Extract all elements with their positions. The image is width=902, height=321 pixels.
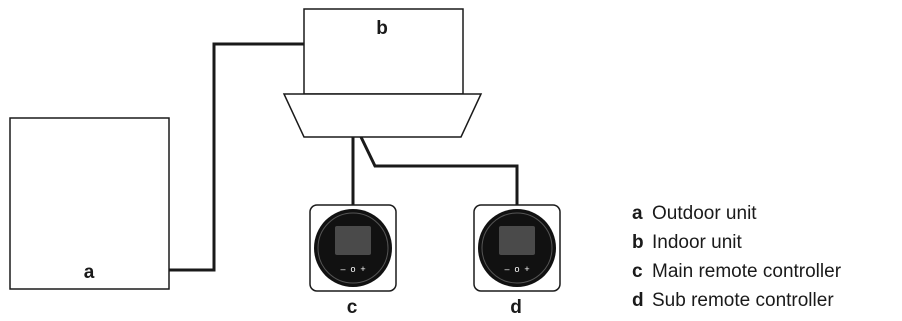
main-controller-circle: o [350, 264, 355, 274]
main-remote-controller: – o + [309, 204, 397, 292]
legend-key: a [632, 203, 643, 224]
main-controller-label: c [347, 297, 358, 318]
indoor-unit-label: b [376, 18, 388, 39]
sub-controller-screen [499, 226, 535, 255]
legend-item-main-remote-controller: c Main remote controller [632, 257, 841, 286]
sub-controller-ring [481, 212, 553, 284]
indoor-unit-box [303, 8, 464, 95]
legend-item-outdoor-unit: a Outdoor unit [632, 199, 841, 228]
indoor-unit-panel [282, 93, 483, 138]
main-controller-ring [317, 212, 389, 284]
legend-item-sub-remote-controller: d Sub remote controller [632, 286, 841, 315]
legend-key: b [632, 232, 644, 253]
legend-text: Outdoor unit [652, 203, 757, 224]
legend-item-indoor-unit: b Indoor unit [632, 228, 841, 257]
main-controller-plus: + [360, 264, 365, 274]
outdoor-unit-label: a [84, 262, 95, 283]
legend-key: d [632, 290, 644, 311]
outdoor-unit-box [9, 117, 170, 290]
legend-key: c [632, 261, 643, 282]
sub-controller-circle: o [514, 264, 519, 274]
legend-text: Sub remote controller [652, 290, 834, 311]
sub-controller-minus: – [504, 264, 509, 274]
wire-indoor-to-sub-controller [359, 136, 519, 205]
main-controller-screen [335, 226, 371, 255]
wire-outdoor-to-indoor [169, 42, 304, 272]
sub-controller-label: d [510, 297, 522, 318]
main-controller-minus: – [340, 264, 345, 274]
legend-text: Main remote controller [652, 261, 842, 282]
legend-text: Indoor unit [652, 232, 742, 253]
legend: a Outdoor unit b Indoor unit c Main remote … [632, 199, 841, 315]
sub-controller-plus: + [524, 264, 529, 274]
sub-remote-controller: – o + [473, 204, 561, 292]
